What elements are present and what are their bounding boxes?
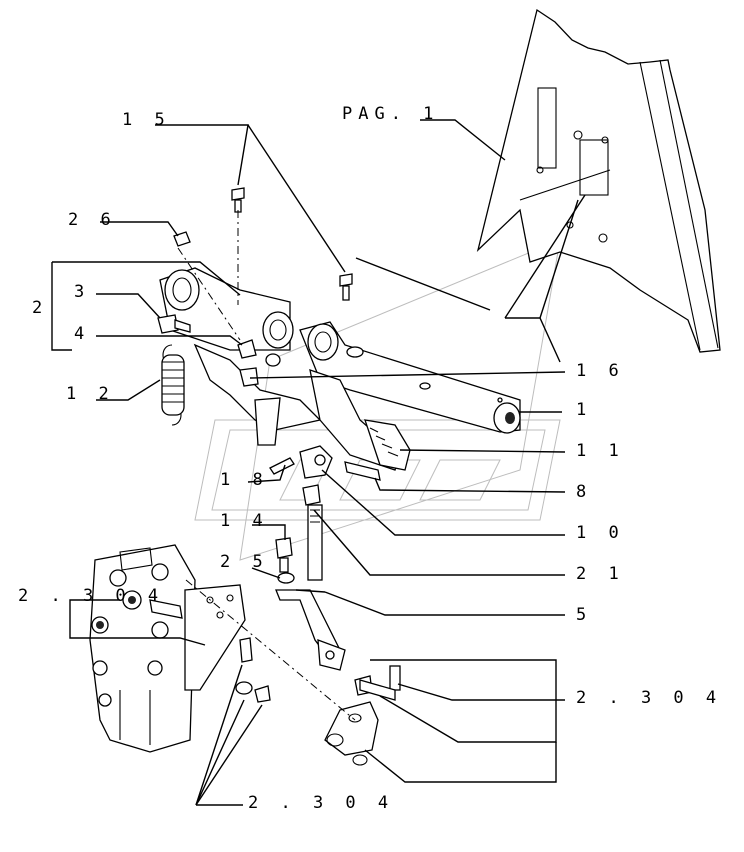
callout-26: 2 6 [68,210,117,230]
callout-8: 8 [576,482,593,502]
cab-frame-panel [476,8,721,353]
callout-15: 1 5 [122,110,171,130]
callout-11: 1 1 [576,441,625,461]
callout-18: 1 8 [220,470,269,490]
callout-2: 2 [32,298,49,318]
brake-valve-assembly [89,544,271,753]
callout-5: 5 [576,605,593,625]
callout-12: 1 2 [66,384,115,404]
hardware-parts [157,187,401,766]
callout-2304-left: 2 . 3 0 4 [18,586,165,606]
callout-25: 2 5 [220,552,269,572]
callout-3: 3 [74,282,91,302]
page-reference: PAG. 1 [342,104,440,124]
callout-4: 4 [74,324,91,344]
callout-16: 1 6 [576,361,625,381]
callout-14: 1 4 [220,511,269,531]
callout-10: 1 0 [576,523,625,543]
callout-2304-bottom: 2 . 3 0 4 [248,793,395,813]
return-spring [161,344,185,426]
pedal-assembly [159,267,521,471]
callout-21: 2 1 [576,564,625,584]
callout-2304-right: 2 . 3 0 4 [576,688,723,708]
leader-lines [51,119,586,806]
watermark-logo [194,239,561,561]
callout-1: 1 [576,400,593,420]
alignment-lines [177,210,356,721]
